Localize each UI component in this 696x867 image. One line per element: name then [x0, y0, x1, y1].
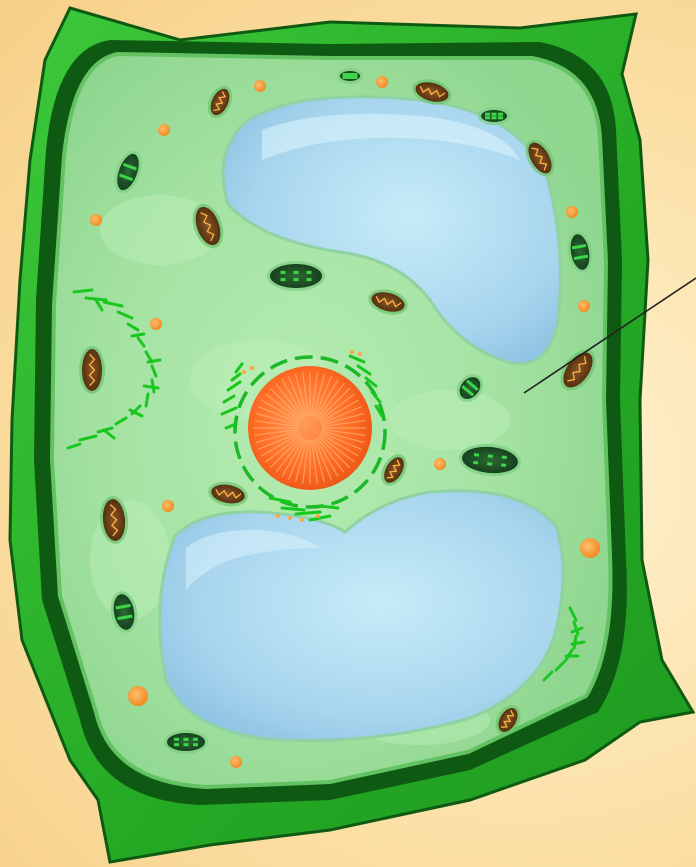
vesicle: [376, 76, 388, 88]
vesicle: [254, 80, 266, 92]
vesicle: [90, 214, 102, 226]
vesicle: [162, 500, 174, 512]
vesicle: [434, 458, 446, 470]
nucleus: [248, 366, 372, 490]
vesicle: [128, 686, 148, 706]
vesicle: [566, 206, 578, 218]
chloroplast: [337, 68, 363, 84]
vesicle: [230, 756, 242, 768]
mitochondrion: [79, 346, 105, 394]
vesicle: [580, 538, 600, 558]
chloroplast: [164, 730, 208, 754]
chloroplast: [267, 261, 325, 291]
vesicle: [150, 318, 162, 330]
vesicle: [578, 300, 590, 312]
chloroplast: [478, 107, 510, 125]
vesicle: [158, 124, 170, 136]
vacuole-lower: [160, 491, 563, 741]
